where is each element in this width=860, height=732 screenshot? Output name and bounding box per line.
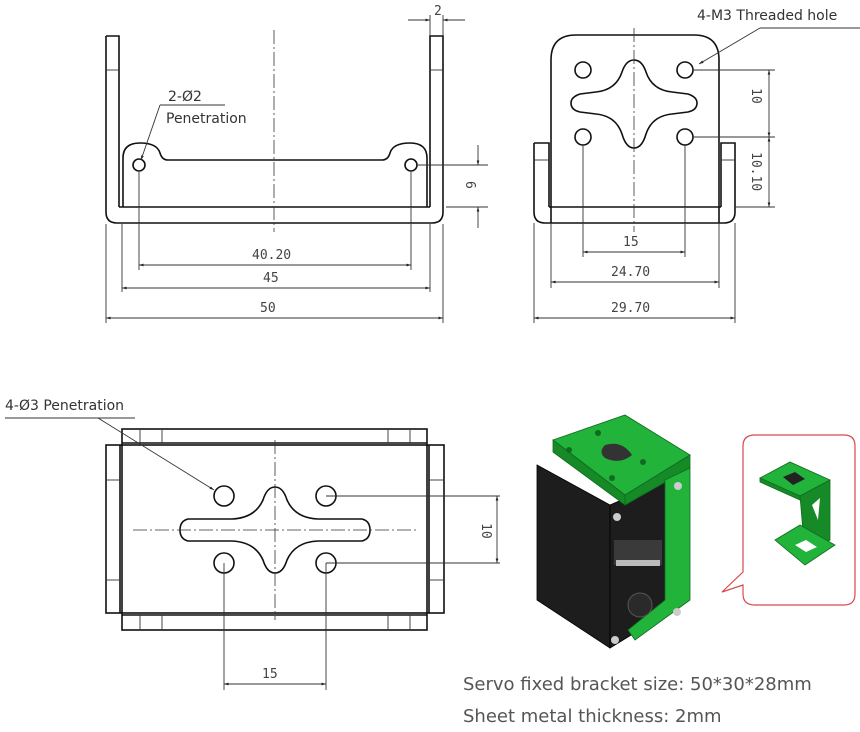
front-hole-left bbox=[132, 158, 146, 172]
bottom-dim-hole-spacing: 15 bbox=[262, 667, 278, 682]
side-view: 10 10.10 15 24.70 29.70 4-M3 Threaded ho… bbox=[533, 8, 860, 323]
bracket-callout bbox=[721, 434, 856, 606]
front-view: 2 6 40.20 45 50 2-Ø2 Penetration bbox=[105, 4, 488, 323]
side-outline bbox=[533, 34, 736, 224]
side-hole-note: 4-M3 Threaded hole bbox=[697, 8, 837, 24]
threaded-hole bbox=[676, 61, 694, 79]
bracket-size-spec: Servo fixed bracket size: 50*30*28mm bbox=[463, 674, 812, 695]
servo-with-bracket-render bbox=[536, 414, 691, 649]
front-outline bbox=[105, 35, 444, 224]
dim-hole-spacing: 40.20 bbox=[252, 248, 291, 263]
dim-hole-to-base: 10.10 bbox=[748, 152, 763, 191]
side-dim-hole-spacing: 15 bbox=[623, 235, 639, 250]
dim-inner-width: 45 bbox=[263, 271, 279, 286]
dim-hole-vertical: 10 bbox=[748, 88, 763, 104]
front-hole-right bbox=[404, 158, 418, 172]
front-hole-note: 2-Ø2 bbox=[168, 89, 202, 105]
thickness-spec: Sheet metal thickness: 2mm bbox=[463, 706, 722, 727]
bottom-hole-note: 4-Ø3 Penetration bbox=[5, 398, 124, 414]
dim-hole-height: 6 bbox=[462, 181, 477, 189]
front-hole-note-sub: Penetration bbox=[166, 111, 247, 127]
dim-outer-width: 50 bbox=[260, 301, 276, 316]
side-dim-inner-width: 24.70 bbox=[611, 265, 650, 280]
dim-thickness: 2 bbox=[434, 4, 442, 19]
side-dim-outer-width: 29.70 bbox=[611, 301, 650, 316]
bottom-view: 10 15 4-Ø3 Penetration bbox=[5, 398, 500, 690]
bottom-dim-hole-vertical: 10 bbox=[478, 523, 493, 539]
